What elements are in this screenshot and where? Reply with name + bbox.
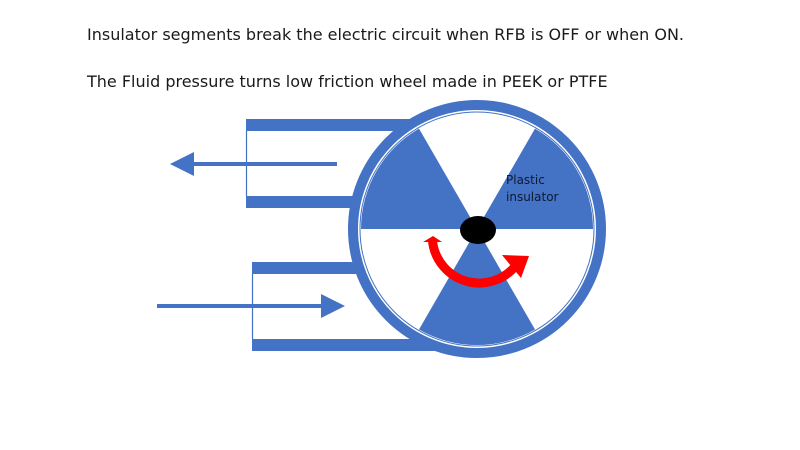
inlet-channel [251,262,437,351]
outlet-wall-bottom [246,196,366,208]
inlet-wall-bottom [252,339,437,351]
segment-label-line-2: insulator [506,190,559,204]
wheel-hub [460,216,496,244]
outlet-wall-top [246,119,418,131]
caption-line-2: The Fluid pressure turns low friction wh… [87,72,608,91]
insulator-segment-left [361,128,477,229]
inlet-wall-top [252,262,360,274]
curved-arrow-icon [423,236,529,288]
segment-label: Plastic insulator [506,173,559,204]
caption-line-1: Insulator segments break the electric ci… [87,25,684,44]
segment-label-line-1: Plastic [506,173,545,187]
outlet-channel [245,119,418,208]
insulator-segment-right [477,128,593,229]
